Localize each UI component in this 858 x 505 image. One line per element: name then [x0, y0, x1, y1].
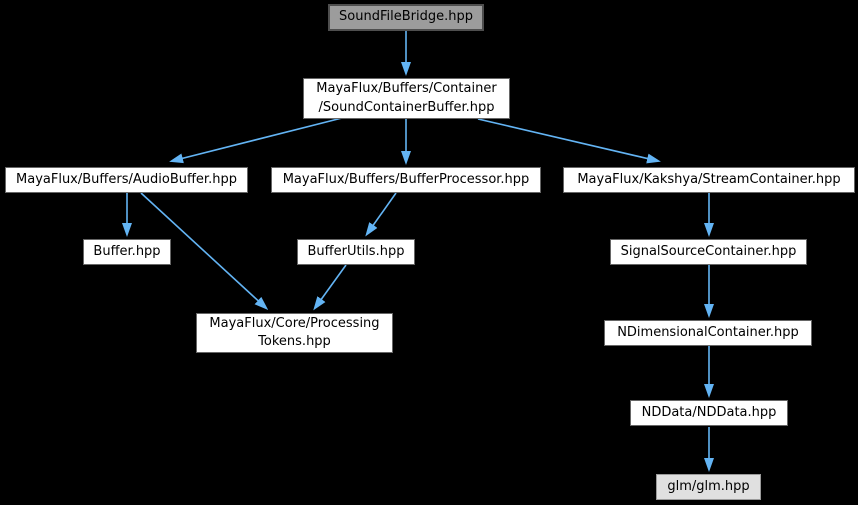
- graph-node-nddata[interactable]: NDData/NDData.hpp: [630, 400, 788, 426]
- graph-node-soundcontainerbuffer[interactable]: MayaFlux/Buffers/Container /SoundContain…: [303, 78, 510, 119]
- edge-soundcontainerbuffer-to-audiobuffer: [169, 117, 343, 164]
- graph-node-ndimensionalcontainer[interactable]: NDimensionalContainer.hpp: [604, 320, 812, 346]
- graph-node-audiobuffer[interactable]: MayaFlux/Buffers/AudioBuffer.hpp: [5, 167, 248, 193]
- graph-node-bufferutils[interactable]: BufferUtils.hpp: [297, 239, 415, 265]
- graph-node-signalsourcecontainer[interactable]: SignalSourceContainer.hpp: [610, 239, 807, 265]
- graph-node-streamcontainer[interactable]: MayaFlux/Kakshya/StreamContainer.hpp: [563, 167, 855, 193]
- edge-audiobuffer-to-processingtokens: [140, 192, 269, 311]
- graph-node-bufferprocessor[interactable]: MayaFlux/Buffers/BufferProcessor.hpp: [271, 167, 541, 193]
- graph-node-buffer[interactable]: Buffer.hpp: [83, 239, 171, 265]
- edge-bufferprocessor-to-bufferutils: [365, 192, 397, 237]
- edge-soundcontainerbuffer-to-streamcontainer: [477, 118, 661, 164]
- graph-node-soundfilebridge: SoundFileBridge.hpp: [328, 4, 484, 31]
- edge-bufferutils-to-processingtokens: [313, 264, 347, 311]
- graph-node-glm: glm/glm.hpp: [656, 474, 761, 500]
- graph-node-processingtokens[interactable]: MayaFlux/Core/Processing Tokens.hpp: [196, 313, 393, 353]
